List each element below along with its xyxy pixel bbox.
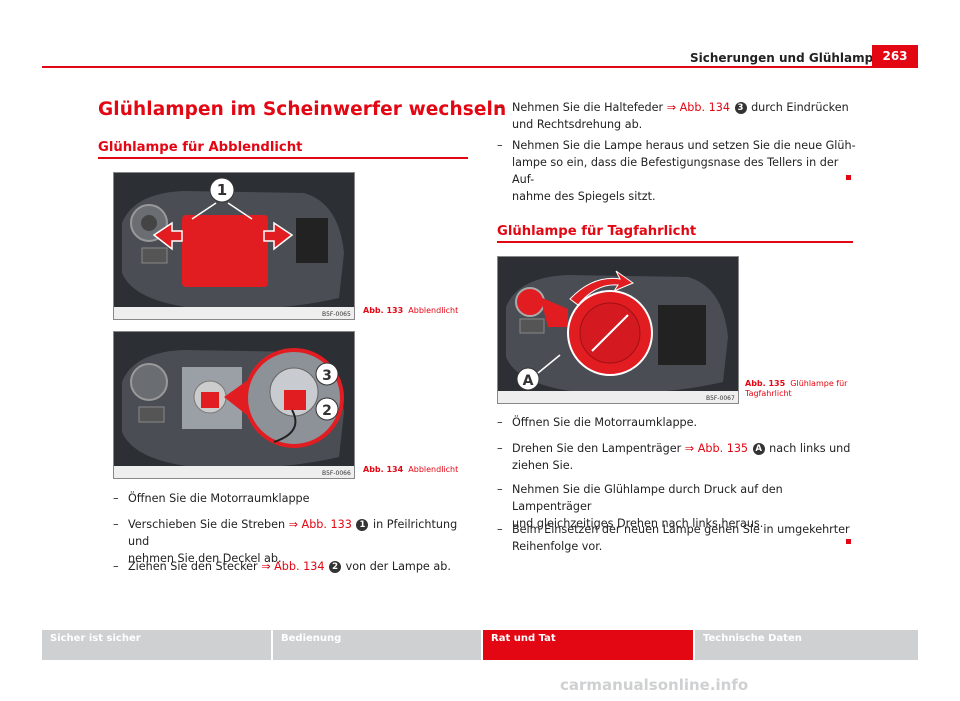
figure-135-image: A B5F-0067 <box>497 256 739 404</box>
list-item: – Nehmen Sie die Haltefeder ⇒ Abb. 134 3… <box>497 101 849 131</box>
running-header-title: Sicherungen und Glühlampen <box>690 51 890 65</box>
figure-link[interactable]: ⇒ Abb. 135 <box>684 442 749 455</box>
figure-link[interactable]: ⇒ Abb. 134 <box>261 560 325 573</box>
callout-3: 3 <box>322 368 332 384</box>
callout-2: 2 <box>322 403 332 419</box>
footer-tab-technische-daten[interactable]: Technische Daten <box>695 630 918 660</box>
subheading-abblendlicht: Glühlampe für Abblendlicht <box>98 140 303 155</box>
subheading-rule <box>497 241 853 243</box>
list-item: – Ziehen Sie den Stecker ⇒ Abb. 134 2 vo… <box>113 560 451 573</box>
list-item: – Nehmen Sie die Glühlampe durch Druck a… <box>497 483 783 530</box>
list-item: – Verschieben Sie die Streben ⇒ Abb. 133… <box>113 518 458 565</box>
caption-133: Abb. 133 Abblendlicht <box>363 306 459 315</box>
footer-tab-sicher[interactable]: Sicher ist sicher <box>42 630 271 660</box>
list-item: – Öffnen Sie die Motorraumklappe <box>113 492 310 505</box>
subheading-tagfahrlicht: Glühlampe für Tagfahrlicht <box>497 224 697 239</box>
figure-code-135: B5F-0067 <box>706 395 735 402</box>
list-item: – Beim Einsetzen der neuen Lampe gehen S… <box>497 523 850 553</box>
callout-A: A <box>523 373 534 389</box>
end-marker <box>846 175 851 180</box>
end-marker <box>846 539 851 544</box>
list-item: – Öffnen Sie die Motorraumklappe. <box>497 416 698 429</box>
watermark: carmanualsonline.info <box>560 676 749 694</box>
callout-badge: 3 <box>734 102 747 114</box>
figure-code-134: B5F-0066 <box>322 470 351 477</box>
figure-link[interactable]: ⇒ Abb. 133 <box>288 518 352 531</box>
list-item: – Nehmen Sie die Lampe heraus und setzen… <box>497 139 856 203</box>
subheading-rule <box>98 157 468 159</box>
figure-link[interactable]: ⇒ Abb. 134 <box>666 101 730 114</box>
callout-badge: 2 <box>329 561 342 573</box>
footer-tab-bedienung[interactable]: Bedienung <box>273 630 481 660</box>
list-item: – Drehen Sie den Lampenträger ⇒ Abb. 135… <box>497 442 851 472</box>
figure-134-image: 3 2 B5F-0066 <box>113 331 355 479</box>
callout-badge: 1 <box>356 519 369 531</box>
header-rule <box>42 66 918 68</box>
footer-tab-rat-und-tat[interactable]: Rat und Tat <box>483 630 693 660</box>
page-number: 263 <box>872 45 918 66</box>
caption-134: Abb. 134 Abblendlicht <box>363 465 459 474</box>
callout-1: 1 <box>217 181 227 199</box>
callout-badge: A <box>752 443 765 455</box>
figure-133-image: 1 B5F-0065 <box>113 172 355 320</box>
figure-code-133: B5F-0065 <box>322 311 351 318</box>
page-title: Glühlampen im Scheinwerfer wechseln <box>98 99 507 120</box>
